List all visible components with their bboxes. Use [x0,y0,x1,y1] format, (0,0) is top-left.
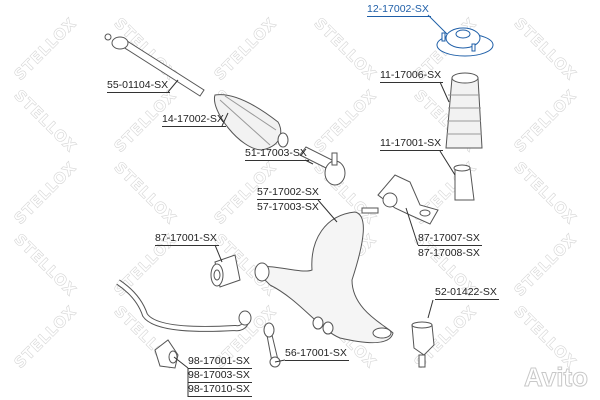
part-label-bump-boot[interactable]: 11-17006-SX [380,69,444,83]
part-label-stabilizer-link[interactable]: 56-17001-SX [285,347,349,361]
avito-logo: Avito [523,362,588,393]
part-label-control-arm-a[interactable]: 57-17002-SX [257,186,321,200]
steering-boot-part [214,94,289,151]
bump-stop-part [453,164,475,201]
stabilizer-link-part [263,322,281,368]
part-label-control-arm-b[interactable]: 57-17003-SX [257,201,319,213]
rear-bracket-part [377,174,439,225]
part-label-arm-bushing[interactable]: 87-17001-SX [155,232,219,246]
part-label-ball-joint[interactable]: 52-01422-SX [435,286,499,300]
part-label-inner-tie-rod[interactable]: 55-01104-SX [107,79,171,93]
leader-lines [167,14,456,397]
part-label-top-mount[interactable]: 12-17002-SX [367,3,431,17]
ball-joint-part [411,321,435,368]
part-label-steering-boot[interactable]: 14-17002-SX [162,113,226,127]
arm-bushing-part [210,254,241,288]
avito-logo-text: Avito [523,362,588,393]
bump-boot-part [445,72,483,149]
part-label-bump-stop[interactable]: 11-17001-SX [380,137,444,151]
part-label-rear-bushing-b[interactable]: 87-17008-SX [418,247,480,259]
part-label-stab-bushing-b[interactable]: 98-17003-SX [188,369,252,383]
stab-bushing-part [154,339,179,369]
top-mount-part [436,27,494,57]
stabilizer-bar-part [116,279,252,332]
part-label-stab-bushing-c[interactable]: 98-17010-SX [188,383,252,397]
part-label-rear-bushing-a[interactable]: 87-17007-SX [418,232,482,246]
part-label-tie-rod-end[interactable]: 51-17003-SX [245,147,309,161]
control-arm-part [254,207,394,344]
tie-rod-end-part [299,146,346,186]
part-label-stab-bushing-a[interactable]: 98-17001-SX [188,355,252,369]
inner-tie-rod-part [104,33,205,97]
